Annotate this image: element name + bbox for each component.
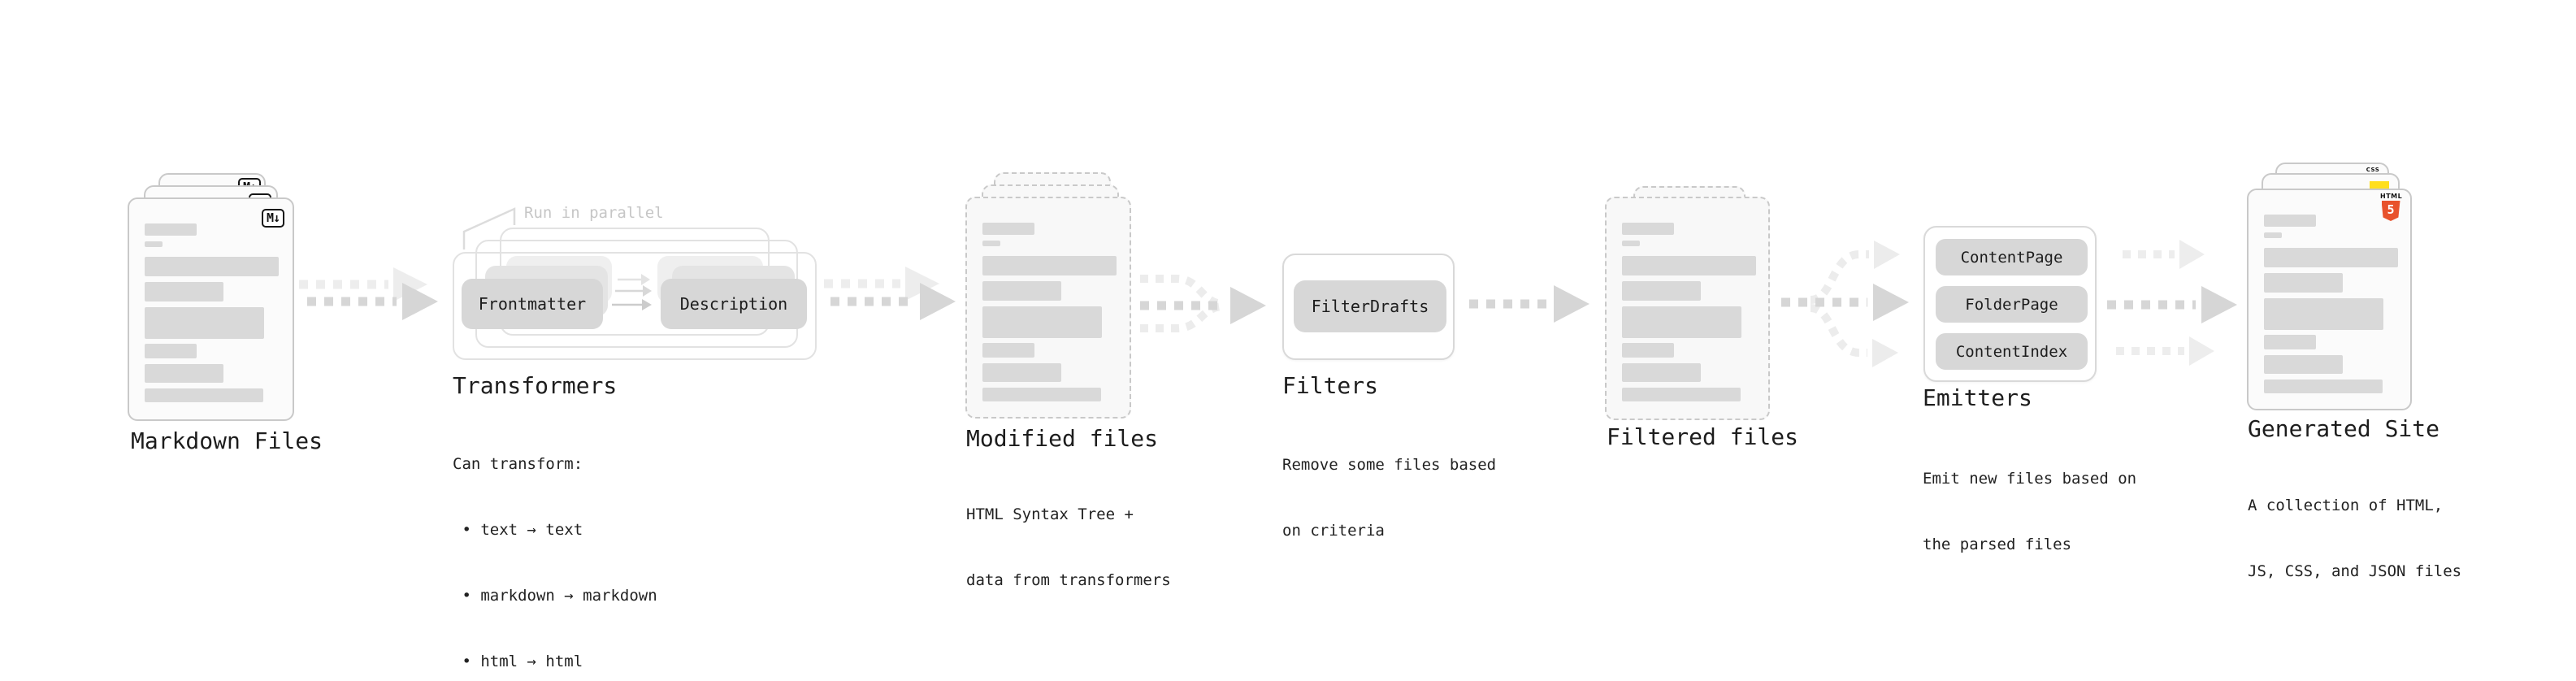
desc-line: Can transform: (453, 455, 583, 473)
filters-description: Remove some files based on criteria (1282, 410, 1496, 586)
content-bar (1622, 241, 1640, 246)
transformer-card-front (453, 252, 817, 360)
content-bar (145, 282, 223, 301)
generated-site-description: A collection of HTML, JS, CSS, and JSON … (2248, 451, 2461, 627)
stage-filtered-files (1605, 186, 1770, 422)
document-content-skeleton (982, 223, 1117, 401)
stage-label-transformers: Transformers (453, 372, 618, 399)
content-bar (1622, 306, 1741, 338)
arrow-modified-to-filters-merge (1140, 275, 1266, 332)
stage-filters: FilterDrafts (1282, 254, 1455, 360)
file-card-front: HTML 5 (2247, 189, 2412, 410)
stage-generated-site: CSS HTML 5 (2247, 163, 2412, 414)
stage-label-modified-files: Modified files (966, 425, 1159, 452)
content-bar (1622, 388, 1741, 401)
content-bar (2264, 248, 2398, 267)
html5-icon-text: HTML (2380, 193, 2403, 200)
desc-line: • html → html (453, 653, 583, 670)
arrow-emitters-to-generated (2107, 240, 2237, 366)
content-bar (145, 344, 197, 358)
stage-label-filtered-files: Filtered files (1607, 423, 1799, 450)
content-bar (1622, 256, 1756, 275)
content-bar (145, 364, 223, 383)
desc-line: • text → text (453, 521, 583, 539)
desc-line: the parsed files (1923, 536, 2072, 553)
arrow-filters-to-filtered (1469, 285, 1589, 323)
content-bar (2264, 232, 2282, 238)
emitters-description: Emit new files based on the parsed files (1923, 424, 2136, 600)
desc-line: on criteria (1282, 522, 1385, 540)
document-content-skeleton (1622, 223, 1756, 401)
content-bar (2264, 215, 2316, 227)
stage-modified-files (965, 172, 1131, 420)
stage-emitters: ContentPage FolderPage ContentIndex (1923, 226, 2097, 382)
content-bar (982, 363, 1061, 382)
transformer-pill-frontmatter: Frontmatter (462, 279, 603, 329)
modified-files-description: HTML Syntax Tree + data from transformer… (966, 460, 1171, 635)
content-bar (1622, 281, 1701, 301)
file-card-front (1605, 197, 1770, 420)
content-bar (982, 388, 1101, 401)
desc-line: Emit new files based on (1923, 470, 2137, 488)
arrow-transformers-to-modified (824, 267, 956, 320)
desc-line: A collection of HTML, (2248, 497, 2444, 514)
content-bar (982, 281, 1061, 301)
content-bar (145, 241, 163, 247)
emitter-pill-folderpage: FolderPage (1936, 286, 2088, 323)
markdown-icon: M↓ (261, 209, 284, 228)
content-bar (982, 256, 1117, 275)
content-bar (982, 343, 1034, 358)
desc-line: HTML Syntax Tree + (966, 505, 1134, 523)
content-bar (1622, 363, 1701, 382)
content-bar (145, 307, 264, 339)
content-bar (2264, 355, 2343, 374)
desc-line: • markdown → markdown (453, 587, 657, 605)
arrow-filtered-to-emitters-split (1781, 241, 1909, 367)
run-in-parallel-note: Run in parallel (524, 204, 664, 222)
transformers-description: Can transform: • text → text • markdown … (453, 410, 657, 681)
desc-line: Remove some files based (1282, 456, 1497, 474)
html5-icon: HTML 5 (2380, 193, 2403, 221)
content-bar (982, 241, 1000, 246)
arrow-markdown-to-transformers (299, 267, 438, 320)
content-bar (2264, 298, 2383, 330)
desc-line: JS, CSS, and JSON files (2248, 562, 2462, 580)
content-bar (145, 257, 279, 276)
emitter-pill-contentpage: ContentPage (1936, 239, 2088, 275)
content-bar (2264, 273, 2343, 293)
stage-markdown-files: M↓ M↓ M↓ (128, 173, 294, 425)
content-bar (982, 306, 1102, 338)
content-bar (145, 223, 197, 236)
content-bar (2264, 335, 2316, 349)
stage-transformers: Frontmatter Description (453, 228, 818, 362)
stage-label-emitters: Emitters (1923, 384, 2032, 411)
content-bar (1622, 223, 1674, 235)
file-card-front (965, 197, 1131, 419)
transformer-pill-description: Description (661, 279, 807, 329)
content-bar (982, 223, 1034, 235)
html5-icon-shield: 5 (2381, 201, 2400, 221)
stage-label-markdown-files: Markdown Files (131, 427, 323, 454)
file-card-front: M↓ (128, 197, 294, 421)
desc-line: data from transformers (966, 571, 1171, 589)
content-bar (2264, 380, 2383, 393)
stage-label-generated-site: Generated Site (2248, 415, 2440, 442)
content-bar (145, 388, 263, 402)
stage-label-filters: Filters (1282, 372, 1379, 399)
document-content-skeleton (2264, 215, 2398, 393)
filter-pill-filterdrafts: FilterDrafts (1294, 280, 1446, 332)
content-bar (1622, 343, 1674, 358)
document-content-skeleton (145, 223, 279, 402)
emitter-pill-contentindex: ContentIndex (1936, 333, 2088, 370)
css-icon-text: CSS (2366, 167, 2380, 173)
